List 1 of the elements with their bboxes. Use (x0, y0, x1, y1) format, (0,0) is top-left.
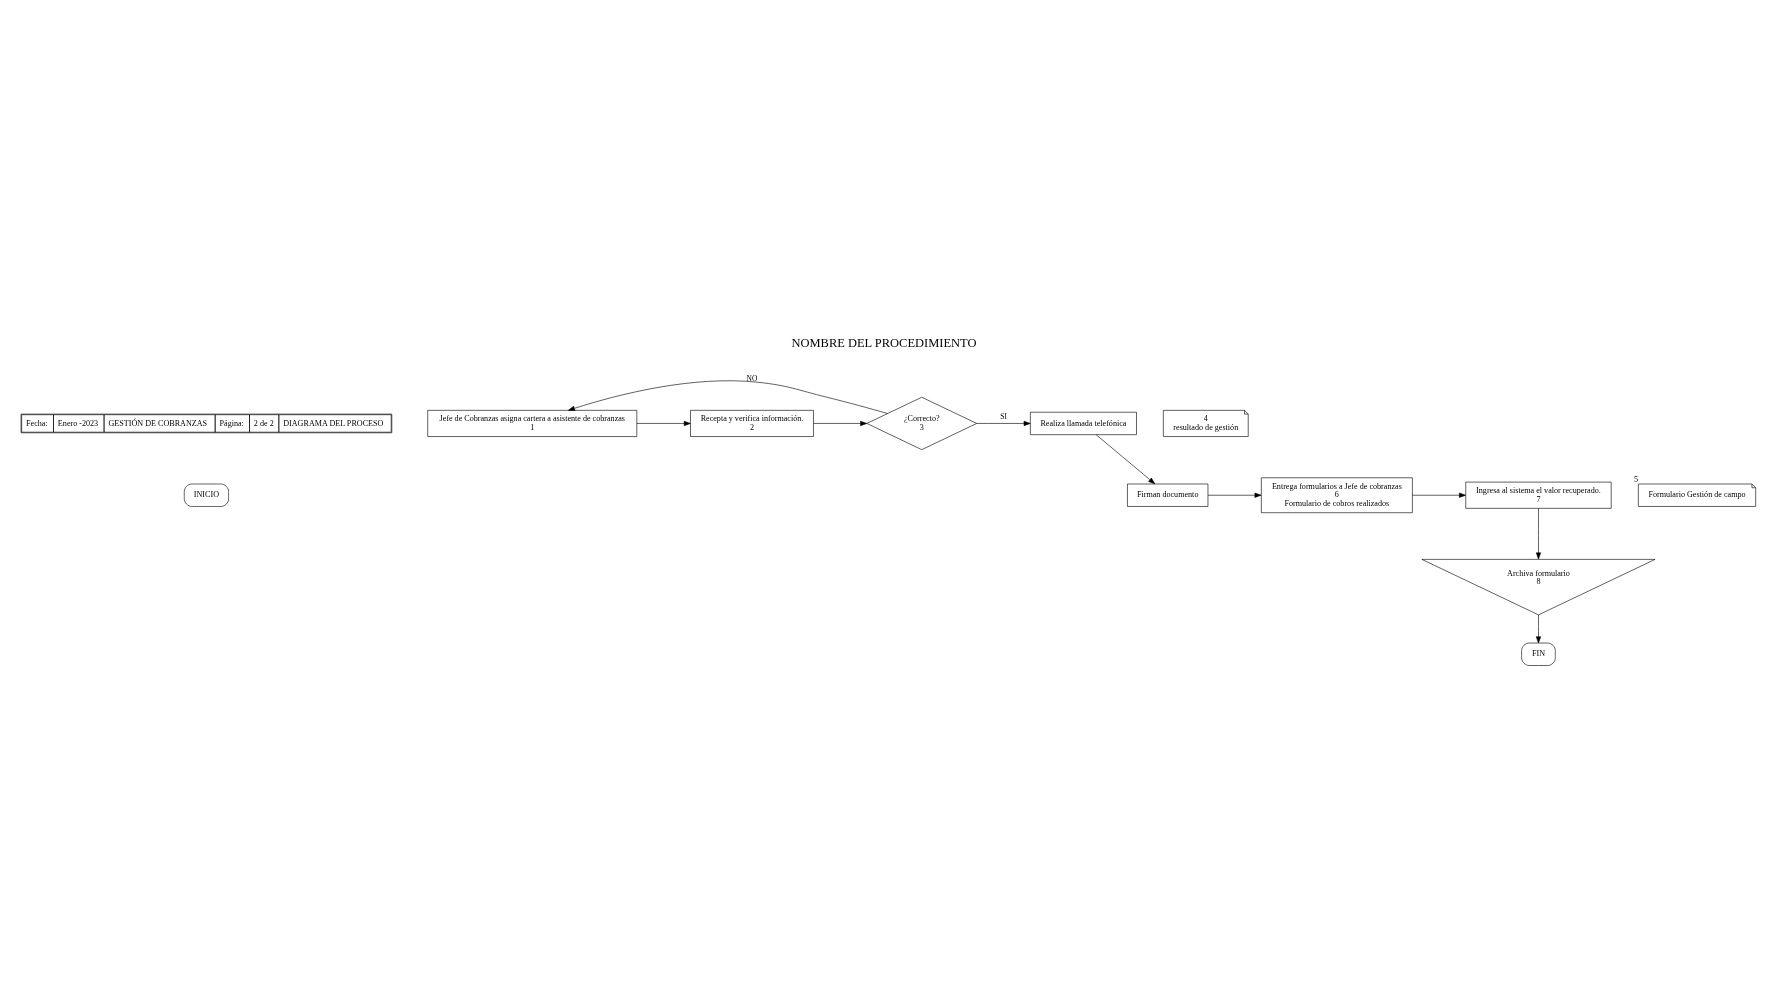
diagram-title: NOMBRE DEL PROCEDIMIENTO (791, 335, 977, 350)
